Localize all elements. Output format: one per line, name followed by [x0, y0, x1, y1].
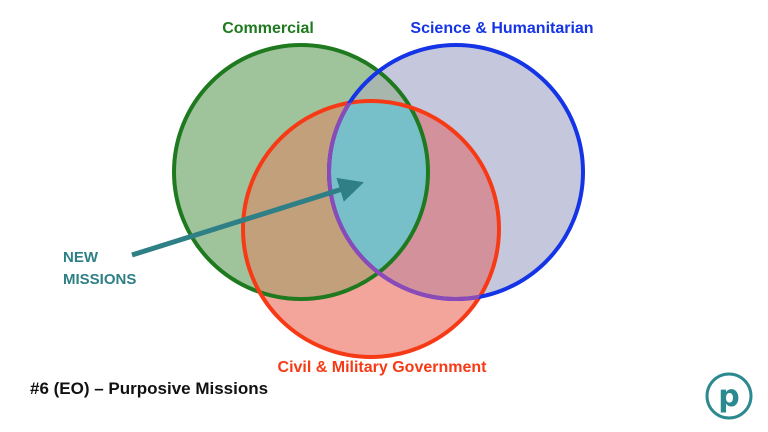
new-missions-intersection: [329, 101, 428, 299]
new-missions-arrow: [131, 177, 364, 258]
new-missions-label-line2: MISSIONS: [63, 271, 136, 288]
brand-logo: p: [705, 372, 753, 420]
slide-title: #6 (EO) – Purposive Missions: [30, 379, 268, 398]
intersection-edge: [327, 101, 499, 301]
civil-military-label: Civil & Military Government: [278, 359, 488, 376]
logo-letter: p: [718, 379, 739, 414]
science-humanitarian-label: Science & Humanitarian: [410, 20, 593, 37]
logo-ring: [705, 372, 753, 420]
commercial-label: Commercial: [222, 20, 314, 37]
new-missions-label-line1: NEW: [63, 249, 99, 266]
commercial-circle: [172, 43, 430, 301]
civil-military-circle: [241, 99, 501, 359]
